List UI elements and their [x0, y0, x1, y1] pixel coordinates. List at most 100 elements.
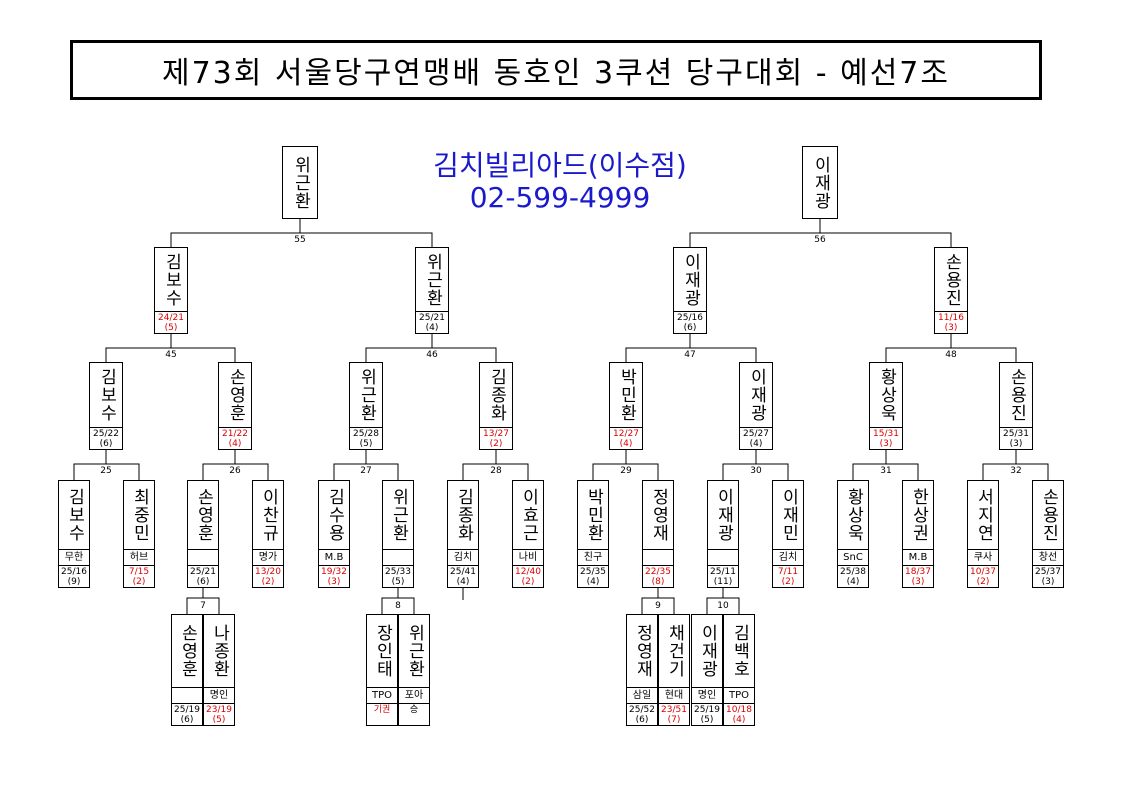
player-score: 18/37(3) — [903, 565, 933, 587]
player-name-text: 장인태 — [372, 624, 393, 678]
player-score: 25/21(6) — [188, 565, 218, 587]
player-club — [383, 549, 413, 565]
player-name: 김종화 — [448, 481, 478, 549]
player-name: 이재민 — [773, 481, 803, 549]
player-score: 25/11(11) — [708, 565, 738, 587]
player-name: 위근환 — [399, 615, 429, 687]
player-name-text: 위근환 — [422, 252, 443, 307]
seed-value: (9) — [67, 577, 81, 587]
player-name-text: 위근환 — [290, 155, 311, 210]
player-club: TPO — [367, 687, 397, 703]
player-name: 황상욱 — [838, 481, 868, 549]
seed-value: (6) — [683, 323, 697, 333]
score-value: 25/11 — [710, 567, 736, 577]
player-score: 기권 — [367, 703, 397, 725]
player-name: 한상권 — [903, 481, 933, 549]
player-name: 박민환 — [578, 481, 608, 549]
score-value: 18/37 — [905, 567, 931, 577]
player-name: 이효근 — [513, 481, 543, 549]
player-name-text: 정영재 — [648, 488, 669, 542]
player-name: 이재광 — [708, 481, 738, 549]
player-name-text: 김종화 — [453, 488, 474, 542]
player-name-text: 이재민 — [778, 488, 799, 542]
player-score: 25/38(4) — [838, 565, 868, 587]
seed-value: (2) — [489, 439, 503, 449]
player-score: 23/19(5) — [204, 703, 234, 725]
player-score: 승 — [399, 703, 429, 725]
score-value: 25/16 — [677, 313, 703, 323]
seed-value: (2) — [521, 577, 535, 587]
score-value: 24/21 — [158, 313, 184, 323]
player-score: 25/31(3) — [1000, 427, 1032, 449]
score-value: 15/31 — [873, 429, 899, 439]
player-club: 현대 — [659, 687, 689, 703]
score-value: 23/51 — [661, 705, 687, 715]
score-value: 25/16 — [61, 567, 87, 577]
seed-value: (4) — [846, 577, 860, 587]
player-score: 25/28(5) — [350, 427, 382, 449]
seed-value: (4) — [425, 323, 439, 333]
player-name-text: 위근환 — [404, 624, 425, 678]
player-club: SnC — [838, 549, 868, 565]
player-name: 정영재 — [643, 481, 673, 549]
seed-value: (3) — [911, 577, 925, 587]
match-number-27: 27 — [360, 466, 372, 476]
score-value: 25/19 — [694, 705, 720, 715]
player-name: 최중민 — [124, 481, 154, 549]
score-value: 25/31 — [1003, 429, 1029, 439]
player-name-text: 김수용 — [324, 488, 345, 542]
player-club: 김치 — [448, 549, 478, 565]
player-name-text: 채건기 — [664, 624, 685, 678]
score-value: 7/15 — [128, 567, 150, 577]
score-value: 25/41 — [450, 567, 476, 577]
player-name: 손용진 — [1000, 363, 1032, 427]
player-box-q7: 황상욱 15/31(3) — [869, 362, 903, 450]
player-box-p3: 장인태 TPO 기권 — [366, 614, 398, 726]
player-club: 쿠사 — [968, 549, 998, 565]
player-name-text: 서지연 — [973, 488, 994, 542]
player-club — [643, 549, 673, 565]
player-box-r11: 이재광 25/11(11) — [707, 480, 739, 588]
match-number-55: 55 — [294, 235, 306, 245]
page-title: 제73회 서울당구연맹배 동호인 3쿠션 당구대회 - 예선7조 — [70, 40, 1042, 100]
player-name: 황상욱 — [870, 363, 902, 427]
seed-value: (6) — [635, 715, 649, 725]
match-number-28: 28 — [490, 466, 502, 476]
player-name: 이찬규 — [253, 481, 283, 549]
player-name-text: 손영훈 — [177, 624, 198, 678]
player-club — [172, 687, 202, 703]
seed-value: (6) — [180, 715, 194, 725]
score-value: 25/27 — [743, 429, 769, 439]
score-value: 기권 — [373, 705, 391, 715]
score-value: 25/19 — [174, 705, 200, 715]
score-value: 25/33 — [385, 567, 411, 577]
sponsor-block: 김치빌리아드(이수점) 02-599-4999 — [350, 150, 770, 214]
seed-value: (3) — [879, 439, 893, 449]
player-name: 위근환 — [283, 147, 317, 218]
match-number-9: 9 — [655, 601, 661, 611]
seed-value: (4) — [749, 439, 763, 449]
score-value: 25/28 — [353, 429, 379, 439]
player-club: M.B — [319, 549, 349, 565]
seed-value: (3) — [327, 577, 341, 587]
player-score: 25/19(5) — [692, 703, 722, 725]
player-score: 19/32(3) — [319, 565, 349, 587]
player-name-text: 황상욱 — [843, 488, 864, 542]
player-score: 25/21(4) — [416, 311, 448, 333]
seed-value: (5) — [391, 577, 405, 587]
player-box-s2: 위근환 25/21(4) — [415, 247, 449, 334]
match-number-45: 45 — [165, 350, 177, 360]
sponsor-phone: 02-599-4999 — [469, 181, 651, 214]
player-name: 정영재 — [627, 615, 657, 687]
